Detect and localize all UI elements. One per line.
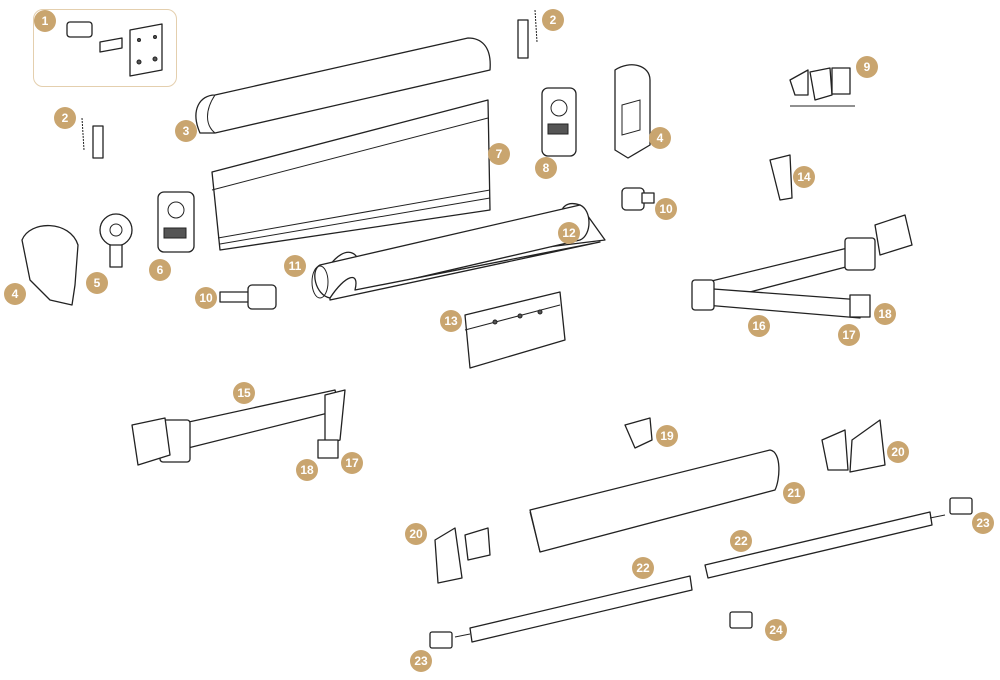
part-6-gear-housing (158, 192, 194, 252)
callout-badge-9: 9 (856, 56, 878, 78)
callout-badge-22: 22 (730, 530, 752, 552)
callout-badge-4: 4 (649, 127, 671, 149)
part-14-bracket (770, 155, 792, 200)
callout-badge-20: 20 (405, 523, 427, 545)
part-8-gear-housing (542, 88, 576, 156)
part-23-end-cap-left (430, 632, 452, 648)
part-4-end-cap-right (615, 65, 650, 158)
part-22-bar-right (705, 512, 945, 578)
callout-badge-17: 17 (838, 324, 860, 346)
callout-badge-7: 7 (488, 143, 510, 165)
callout-badge-21: 21 (783, 482, 805, 504)
callout-badge-14: 14 (793, 166, 815, 188)
callout-badge-24: 24 (765, 619, 787, 641)
callout-badge-18: 18 (296, 459, 318, 481)
part-11-roller-tube (312, 205, 600, 300)
callout-badge-22: 22 (632, 557, 654, 579)
callout-badge-1: 1 (34, 10, 56, 32)
part-22-bar-left (455, 576, 692, 642)
callout-badge-20: 20 (887, 441, 909, 463)
part-1-brackets (67, 22, 162, 76)
callout-badge-4: 4 (4, 283, 26, 305)
part-1-group-frame (33, 9, 177, 87)
part-4-end-cap-left (22, 226, 78, 305)
callout-badge-17: 17 (341, 452, 363, 474)
part-20-end-plate-right (822, 420, 885, 472)
callout-badge-18: 18 (874, 303, 896, 325)
callout-badge-19: 19 (656, 425, 678, 447)
part-10-knob-right (622, 188, 654, 210)
callout-badge-12: 12 (558, 222, 580, 244)
part-2-spring-top (518, 10, 537, 58)
callout-badge-3: 3 (175, 120, 197, 142)
part-15-arm-left (132, 390, 345, 465)
part-16-arm-right (692, 215, 912, 318)
callout-badge-16: 16 (748, 315, 770, 337)
callout-badge-13: 13 (440, 310, 462, 332)
part-23-end-cap-right (950, 498, 972, 514)
part-10-motor-left (220, 285, 276, 309)
part-24-clip (730, 612, 752, 628)
callout-badge-23: 23 (972, 512, 994, 534)
callout-badge-5: 5 (86, 272, 108, 294)
callout-badge-23: 23 (410, 650, 432, 672)
part-2-spring-left (82, 118, 103, 158)
part-13-mounting-bracket (465, 292, 565, 368)
callout-badge-15: 15 (233, 382, 255, 404)
callout-badge-8: 8 (535, 157, 557, 179)
callout-badge-10: 10 (195, 287, 217, 309)
part-19-clip (625, 418, 652, 448)
callout-badge-2: 2 (54, 107, 76, 129)
callout-badge-11: 11 (284, 255, 306, 277)
part-7-main-profile (212, 100, 490, 250)
part-3-top-cover (196, 38, 490, 133)
part-5-roller-end (100, 214, 132, 267)
part-21-front-bar (530, 450, 779, 552)
part-9-clips (790, 68, 855, 106)
part-20-end-plate-left (435, 528, 490, 583)
callout-badge-10: 10 (655, 198, 677, 220)
callout-badge-6: 6 (149, 259, 171, 281)
callout-badge-2: 2 (542, 9, 564, 31)
